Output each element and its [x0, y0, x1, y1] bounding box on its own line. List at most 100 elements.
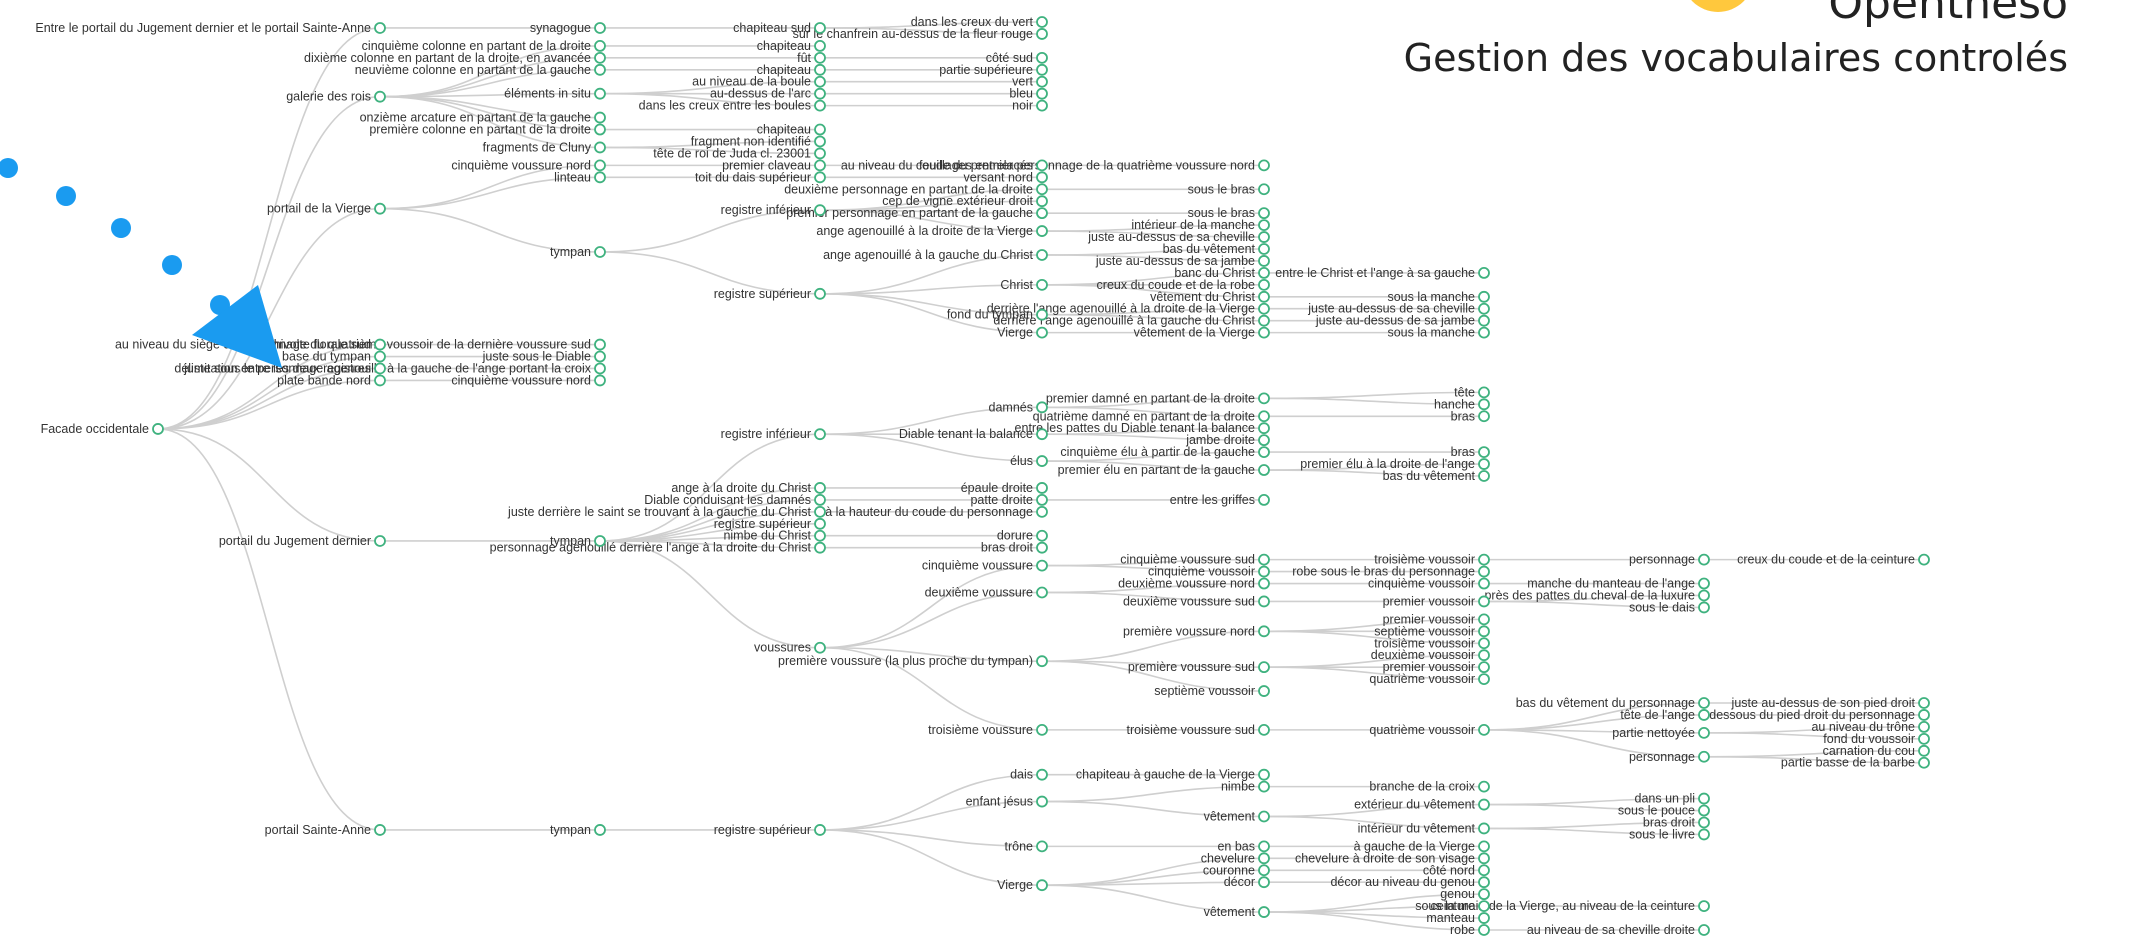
tree-node-circle[interactable] — [1478, 314, 1490, 327]
tree-node-circle[interactable] — [1036, 655, 1048, 668]
tree-node-label[interactable]: bras droit — [981, 541, 1034, 555]
tree-node-label[interactable]: personnage agenouillé derrière l'ange à … — [490, 541, 812, 555]
tree-node-circle[interactable] — [1478, 661, 1490, 674]
tree-node-circle[interactable] — [814, 22, 826, 34]
tree-node-circle[interactable] — [1036, 75, 1048, 88]
tree-node[interactable]: cinquième voussoir — [1148, 565, 1270, 579]
tree-node-circle[interactable] — [1698, 697, 1710, 709]
tree-node-label[interactable]: bas du vêtement — [1163, 242, 1256, 256]
tree-node[interactable]: carnation du cou — [1823, 744, 1930, 758]
tree-node-label[interactable]: carnation du cou — [1823, 744, 1915, 758]
tree-node[interactable]: dans les creux du vert — [911, 15, 1048, 29]
tree-node-circle[interactable] — [594, 824, 606, 836]
tree-node-label[interactable]: sous le pouce — [1618, 804, 1695, 818]
tree-node-circle[interactable] — [594, 350, 606, 363]
tree-node-circle[interactable] — [1258, 577, 1270, 590]
tree-node[interactable]: vêtement — [1204, 905, 1270, 919]
tree-node-label[interactable]: vêtement — [1204, 810, 1256, 824]
tree-node-label[interactable]: au niveau du coude du premier personnage… — [841, 158, 1255, 172]
tree-node-circle[interactable] — [1478, 613, 1490, 626]
tree-node-circle[interactable] — [814, 641, 826, 654]
tree-node-circle[interactable] — [1478, 900, 1490, 913]
tree-node[interactable]: trône — [1005, 839, 1048, 853]
tree-node[interactable]: feuillages entrelacés — [919, 158, 1048, 172]
tree-node-label[interactable]: genou — [1440, 887, 1475, 901]
tree-node[interactable]: troisième voussoir — [1374, 636, 1490, 650]
tree-node-label[interactable]: branche de la croix — [1369, 780, 1475, 794]
tree-node[interactable]: chevelure — [1201, 851, 1270, 865]
tree-node-label[interactable]: nimbe du Christ — [723, 529, 811, 543]
tree-node-label[interactable]: deuxième voussure — [925, 585, 1033, 599]
tree-node-label[interactable]: ceinture — [1431, 899, 1476, 913]
tree-node[interactable]: personnage — [1629, 553, 1710, 567]
tree-node-label[interactable]: juste sous le Diable — [482, 350, 591, 364]
tree-node-circle[interactable] — [1698, 726, 1710, 739]
tree-node-label[interactable]: dais — [1010, 768, 1033, 782]
tree-node-circle[interactable] — [1478, 798, 1490, 811]
tree-node-label[interactable]: ange agenouillé à la droite de la Vierge — [816, 224, 1033, 238]
tree-node-label[interactable]: première voussure sud — [1128, 660, 1255, 674]
tree-node[interactable]: enfant jésus — [966, 795, 1048, 809]
tree-node-label[interactable]: registre supérieur — [714, 823, 811, 837]
tree-node-label[interactable]: fût — [797, 51, 811, 65]
tree-node[interactable]: chapiteau — [757, 39, 826, 53]
tree-node-circle[interactable] — [1258, 183, 1270, 196]
tree-node[interactable]: manteau — [1426, 911, 1490, 925]
tree-node[interactable]: Christ — [1000, 278, 1048, 292]
tree-node[interactable]: troisième voussure sud — [1126, 723, 1270, 737]
tree-node[interactable]: bras droit — [1643, 815, 1710, 829]
tree-node[interactable]: patte droite — [970, 493, 1048, 507]
tree-node-circle[interactable] — [1036, 586, 1048, 599]
tree-node-label[interactable]: au-dessus de l'arc — [710, 87, 811, 101]
tree-node-label[interactable]: dans un pli — [1635, 792, 1695, 806]
tree-node-label[interactable]: extérieur du vêtement — [1354, 798, 1475, 812]
tree-node-label[interactable]: ange agenouillé à la gauche du Christ — [823, 248, 1033, 262]
tree-node-circle[interactable] — [1698, 750, 1710, 763]
tree-node-circle[interactable] — [594, 87, 606, 100]
tree-node[interactable]: deuxième voussoir — [1371, 648, 1490, 662]
tree-node-label[interactable]: deuxième personnage en partant de la dro… — [784, 182, 1033, 196]
tree-node-circle[interactable] — [1258, 446, 1270, 459]
tree-node[interactable]: personnage agenouillé derrière l'ange à … — [490, 541, 826, 555]
tree-node-circle[interactable] — [1258, 493, 1270, 506]
tree-node-label[interactable]: septième voussoir — [1374, 624, 1475, 638]
tree-node-label[interactable]: derrière l'ange agenouillé à la gauche d… — [993, 314, 1255, 328]
tree-node-label[interactable]: voussures — [754, 641, 811, 655]
tree-node-circle[interactable] — [1478, 595, 1490, 608]
tree-node-label[interactable]: deuxième voussure sud — [1123, 594, 1255, 608]
tree-node[interactable]: décor — [1224, 875, 1270, 889]
tree-node-label[interactable]: versant nord — [964, 170, 1034, 184]
tree-node-circle[interactable] — [1036, 195, 1048, 208]
tree-node[interactable]: ange à la droite du Christ — [671, 481, 826, 495]
tree-node-circle[interactable] — [814, 505, 826, 518]
tree-node-label[interactable]: chapiteau à gauche de la Vierge — [1076, 768, 1255, 782]
tree-node-label[interactable]: au niveau du trône — [1811, 720, 1915, 734]
tree-node-circle[interactable] — [1258, 565, 1270, 578]
tree-node-circle[interactable] — [1258, 392, 1270, 405]
tree-node-label[interactable]: sous le dais — [1629, 600, 1695, 614]
tree-node[interactable]: vêtement de la Vierge — [1134, 326, 1270, 340]
tree-node[interactable]: bas du vêtement du personnage — [1516, 696, 1710, 710]
tree-node[interactable]: dans un pli — [1635, 792, 1710, 806]
tree-node-label[interactable]: linteau — [554, 170, 591, 184]
tree-node[interactable]: bras — [1451, 445, 1490, 459]
tree-node-circle[interactable] — [1478, 398, 1490, 411]
tree-node-label[interactable]: banc du Christ — [1174, 266, 1255, 280]
tree-node-label[interactable]: galerie des rois — [286, 90, 371, 104]
tree-node[interactable]: deuxième voussure — [925, 585, 1048, 599]
tree-node[interactable]: portail de la Vierge — [267, 202, 386, 216]
tree-node[interactable]: deuxième voussure nord — [1118, 577, 1270, 591]
tree-node[interactable]: en bas — [1217, 839, 1270, 853]
tree-node[interactable]: deuxième voussure sud — [1123, 594, 1270, 608]
tree-node-circle[interactable] — [1258, 768, 1270, 781]
tree-node-label[interactable]: tympan — [550, 245, 591, 259]
tree-node-label[interactable]: sous le bras — [1188, 182, 1255, 196]
tree-node-label[interactable]: personnage — [1629, 553, 1695, 567]
tree-node-label[interactable]: intérieur du vêtement — [1358, 821, 1476, 835]
tree-node-label[interactable]: décor — [1224, 875, 1255, 889]
tree-node-circle[interactable] — [1258, 255, 1270, 267]
tree-node-circle[interactable] — [1478, 780, 1490, 793]
tree-node[interactable]: base du tympan — [282, 350, 386, 364]
tree-node-circle[interactable] — [1258, 434, 1270, 447]
tree-node[interactable]: couronne — [1203, 863, 1270, 877]
